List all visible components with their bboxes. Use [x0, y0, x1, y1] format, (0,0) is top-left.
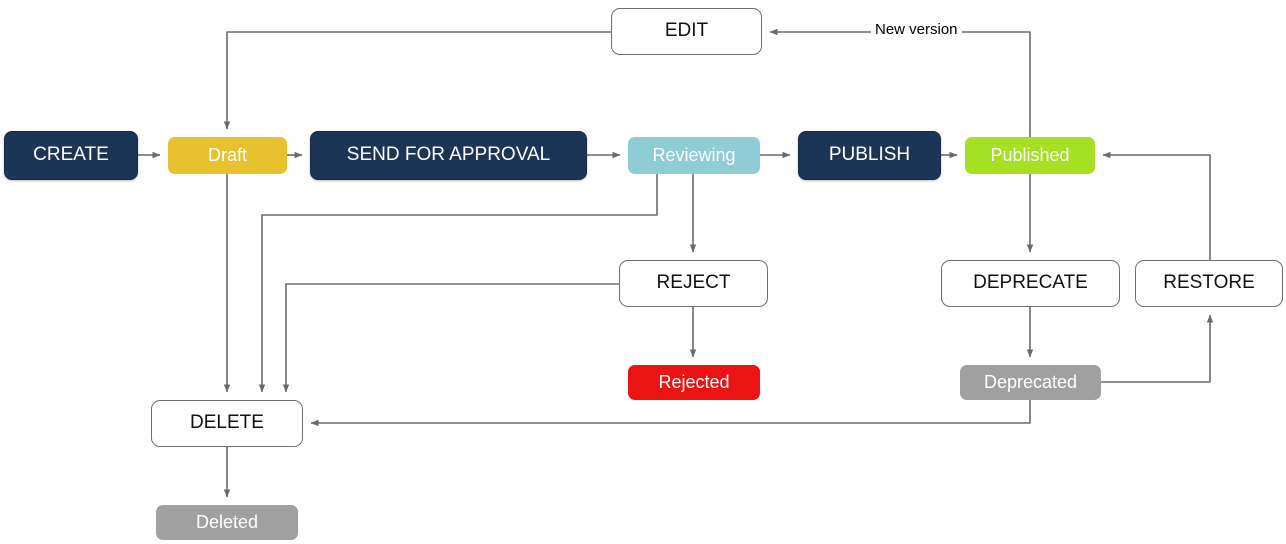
edge-restore-published: [1102, 151, 1211, 260]
node-create-label: CREATE: [33, 144, 109, 166]
node-published-label: Published: [990, 144, 1070, 165]
node-delete-label: DELETE: [190, 412, 264, 434]
node-restore[interactable]: RESTORE: [1135, 260, 1283, 307]
node-deprecate[interactable]: DEPRECATE: [941, 260, 1120, 307]
edge-published-edit: [769, 28, 1031, 137]
node-deprecated[interactable]: Deprecated: [960, 365, 1101, 400]
edge-deprecated-restore: [1101, 314, 1214, 383]
node-published[interactable]: Published: [965, 137, 1095, 174]
node-publish[interactable]: PUBLISH: [798, 131, 941, 180]
node-rejected-label: Rejected: [658, 371, 730, 392]
node-deleted-label: Deleted: [195, 511, 259, 532]
node-draft[interactable]: Draft: [168, 137, 287, 174]
node-draft-label: Draft: [207, 144, 247, 165]
edge-reviewing-delete: [258, 174, 658, 393]
edge-label-new-version: New version: [871, 21, 962, 38]
node-create[interactable]: CREATE: [4, 131, 138, 180]
node-send-for-approval[interactable]: SEND FOR APPROVAL: [310, 131, 587, 180]
node-rejected[interactable]: Rejected: [628, 365, 760, 400]
edge-reject-delete: [282, 283, 619, 393]
node-restore-label: RESTORE: [1163, 272, 1255, 294]
edge-deprecated-delete: [310, 400, 1031, 427]
node-reviewing-label: Reviewing: [652, 144, 736, 165]
node-deprecated-label: Deprecated: [983, 371, 1078, 392]
node-deprecate-label: DEPRECATE: [973, 272, 1088, 294]
edge-edit-draft: [223, 31, 611, 130]
node-publish-label: PUBLISH: [828, 144, 911, 166]
node-reject-label: REJECT: [656, 272, 731, 294]
node-reject[interactable]: REJECT: [619, 260, 768, 307]
node-send-for-approval-label: SEND FOR APPROVAL: [346, 144, 551, 166]
node-delete[interactable]: DELETE: [151, 400, 303, 447]
node-deleted[interactable]: Deleted: [156, 505, 298, 540]
node-reviewing[interactable]: Reviewing: [628, 137, 760, 174]
node-edit[interactable]: EDIT: [611, 8, 762, 55]
node-edit-label: EDIT: [664, 20, 709, 42]
